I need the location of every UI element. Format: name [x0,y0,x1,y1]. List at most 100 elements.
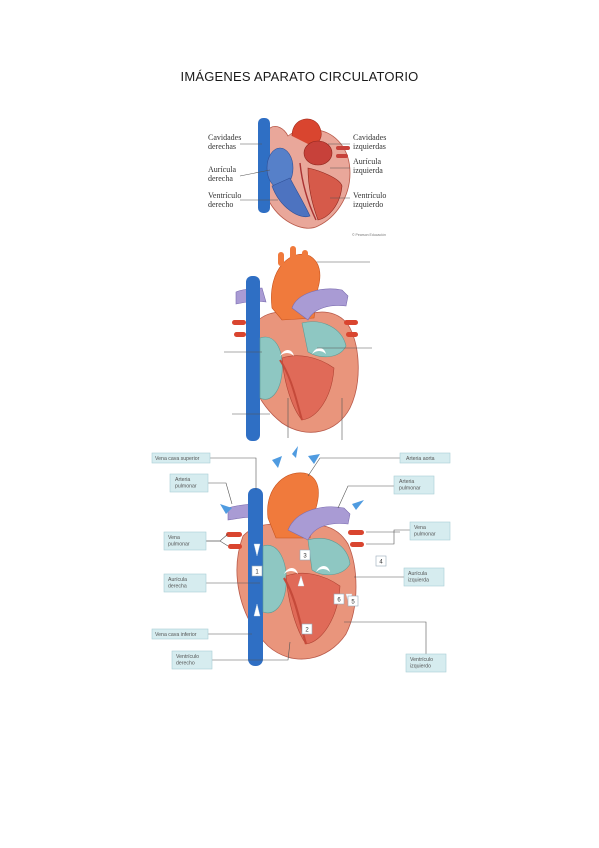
left-ventricle-shape [307,167,343,221]
label-aorta: Arteria aorta [399,452,451,464]
pulmonary-vein [228,544,242,549]
label-inferior-vena-cava: Vena cava inferior [151,628,209,640]
heart-cavities-illustration: Cavidades derechas Aurícula derecha Vent… [208,118,388,237]
label-left-atrium: Aurícula izquierda [353,157,383,175]
svg-text:3: 3 [303,554,307,560]
pulmonary-vein [346,332,358,337]
leader-line [206,533,229,542]
pulmonary-vein [226,532,242,537]
heart-labeled-figure: 1 2 3 4 5 6 Vena cava superior Arteria a… [148,446,453,676]
heart-labeled-illustration: 1 2 3 4 5 6 Vena cava superior Arteria a… [151,446,451,673]
left-arrow-icon [220,504,232,514]
vena-cava [248,488,263,666]
heart-unlabeled-figure [222,246,382,443]
label-left-ventricle: Ventrículo izquierdo [353,191,388,209]
pulmonary-artery [291,288,349,321]
label-right-atrium: Aurícula derecha [208,165,238,183]
figure-credit: © Pearson Educación [352,233,386,237]
heart-unlabeled-illustration [224,246,372,441]
up-arrow-icon [272,456,282,468]
pulmonary-vein [234,332,246,337]
leader-line [206,540,229,547]
heart-cavities-figure: Cavidades derechas Aurícula derecha Vent… [200,108,420,243]
leader-line [344,621,427,654]
valve [316,566,330,572]
ventricle-interior [285,573,341,645]
number-marker-3: 3 [299,549,311,561]
label-right-cavities: Cavidades derechas [208,133,243,151]
aorta-branch [290,246,296,260]
ventricle-interior [281,355,335,421]
leader-line [239,169,271,177]
vena-cava [258,118,270,213]
svg-text:Arteria aorta: Arteria aorta [406,456,435,462]
number-marker-1: 1 [251,565,263,577]
up-arrow-icon [292,446,298,458]
left-atrium [307,538,351,576]
number-marker-6: 6 [333,593,345,605]
vena-cava [246,276,260,441]
septum [279,359,303,421]
svg-text:4: 4 [379,560,383,566]
pulmonary-artery [287,506,351,541]
down-arrow-icon [253,543,261,557]
valve [312,348,326,354]
svg-text:2: 2 [305,628,309,634]
up-arrow-icon [253,603,261,617]
pulmonary-vein [348,530,364,535]
svg-text:5: 5 [351,600,355,606]
pulmonary-vein [232,320,246,325]
number-marker-2: 2 [301,623,313,635]
leader-line [206,457,257,490]
valve [284,568,298,574]
aorta-branch [302,250,308,264]
valve [280,350,294,356]
septum [283,577,308,645]
number-marker-4: 4 [375,555,387,567]
svg-text:Vena cava superior: Vena cava superior [155,456,200,462]
aorta-branch [278,252,284,266]
pulmonary-vein [344,320,358,325]
pulmonary-vein-stub [336,154,348,158]
right-arrow-icon [352,500,364,510]
label-right-ventricle: Ventrículo derecho [208,191,243,209]
leader-line [337,485,394,509]
flow-arrows [220,446,364,514]
right-atrium [262,544,287,614]
pulmonary-vein-stub [336,146,350,150]
label-left-cavities: Cavidades izquierdas [353,133,388,151]
septum [299,162,317,221]
up-arrow-icon [297,575,305,587]
left-atrium-shape [303,140,333,166]
right-ventricle-shape [271,177,311,218]
page-title: IMÁGENES APARATO CIRCULATORIO [180,69,419,84]
label-superior-vena-cava: Vena cava superior [151,452,211,464]
leader-line [208,482,233,505]
svg-text:6: 6 [337,598,341,604]
number-marker-5: 5 [347,595,359,607]
leader-line [307,457,400,477]
up-arrow-icon [308,454,320,464]
svg-text:1: 1 [255,570,259,576]
svg-text:Vena cava inferior: Vena cava inferior [155,632,197,638]
pulmonary-vein [350,542,364,547]
leader-line [206,641,291,661]
right-atrium [259,336,283,400]
leader-line [366,529,410,545]
